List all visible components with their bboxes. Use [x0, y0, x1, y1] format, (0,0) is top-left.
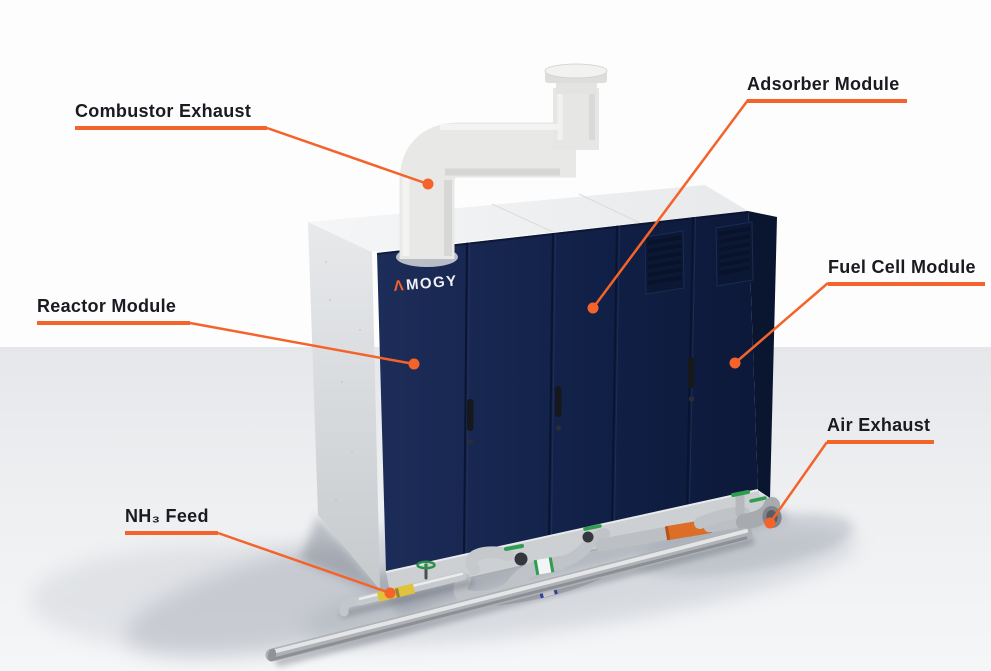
leader-dot-combustor-exhaust: [422, 178, 434, 190]
callout-label: Adsorber Module: [747, 74, 900, 94]
skid-piping: [265, 490, 782, 667]
leader-reactor-module: [189, 321, 415, 366]
valve-green-lever-1: [504, 544, 528, 566]
amogy-logo: ΛMOGY: [393, 272, 459, 295]
callout-label: Fuel Cell Module: [828, 257, 976, 277]
cabinet: ΛMOGY: [308, 185, 777, 597]
leader-dot-reactor-module: [408, 358, 420, 370]
floor-pipe: [265, 527, 755, 667]
cabinet-side-panel: [308, 222, 380, 590]
callout-fuel-cell-module: Fuel Cell Module: [828, 257, 985, 286]
callout-label: NH₃ Feed: [125, 506, 209, 526]
vent-grille-left: [644, 230, 685, 295]
cabinet-front-doors: [377, 211, 758, 572]
side-panel-speckles: [325, 261, 361, 501]
collar-green: [533, 557, 555, 576]
cabinet-right-edge: [748, 211, 777, 498]
leader-adsorber-module: [591, 99, 750, 309]
leader-dot-nh3-feed: [384, 587, 396, 599]
valve-green-lever-2: [582, 524, 602, 543]
leader-combustor-exhaust: [266, 126, 429, 186]
callout-label: Reactor Module: [37, 296, 177, 316]
vent-grille-right: [715, 221, 754, 287]
roof-seams: [491, 193, 641, 233]
door-handles: [467, 357, 695, 445]
callout-air-exhaust: Air Exhaust: [827, 415, 934, 444]
callout-combustor-exhaust: Combustor Exhaust: [75, 101, 267, 130]
amogy-logo-rest: MOGY: [405, 272, 458, 293]
callout-leaders: [189, 99, 829, 599]
amogy-logo-mark: Λ: [393, 277, 406, 295]
callout-adsorber-module: Adsorber Module: [747, 74, 907, 103]
callout-label: Combustor Exhaust: [75, 101, 252, 121]
callout-label: Air Exhaust: [827, 415, 931, 435]
leader-dot-adsorber-module: [587, 302, 599, 314]
exhaust-flange: [544, 63, 608, 94]
callout-reactor-module: Reactor Module: [37, 296, 190, 325]
leader-dot-fuel-cell-module: [729, 357, 741, 369]
nh3-feed-pipe: [339, 560, 474, 618]
feed-valve-handwheel: [416, 560, 436, 580]
leader-air-exhaust: [768, 441, 829, 524]
leader-dot-air-exhaust: [764, 517, 776, 529]
leader-fuel-cell-module: [734, 282, 829, 364]
leader-nh3-feed: [217, 531, 391, 595]
callout-nh3-feed: NH₃ Feed: [125, 506, 218, 535]
